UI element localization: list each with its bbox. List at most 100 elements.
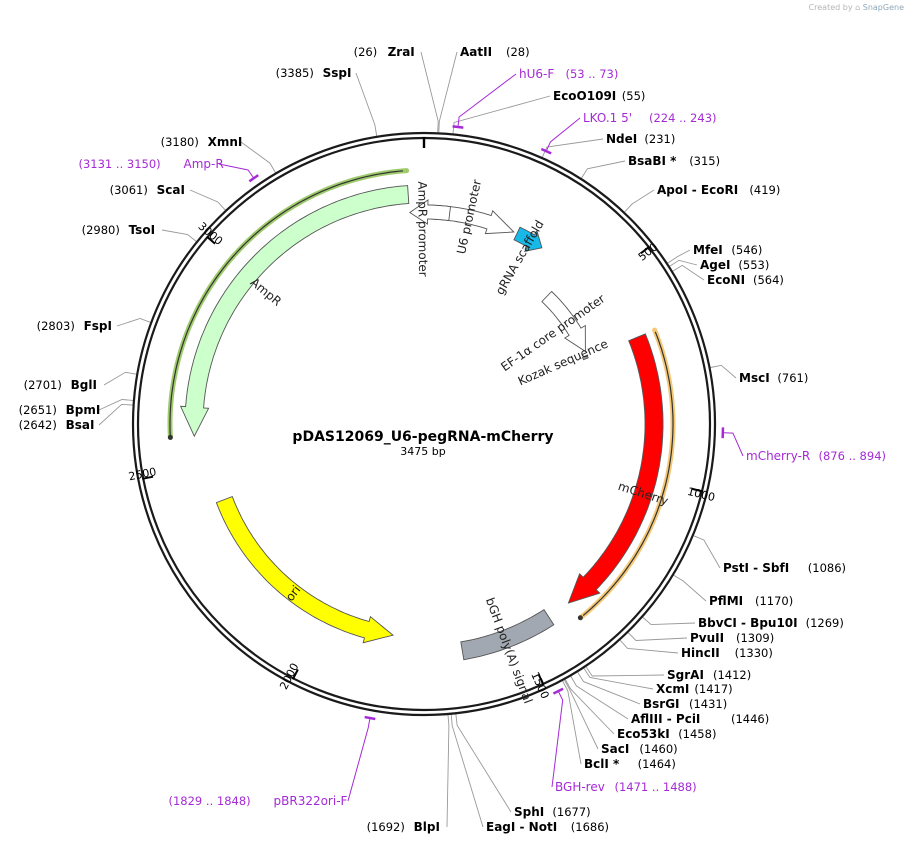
site-bsrgi-leader bbox=[577, 672, 641, 705]
orf-arcs bbox=[167, 168, 676, 621]
primer-amp-r-mark bbox=[248, 174, 259, 183]
site-saci-name: SacI bbox=[601, 742, 629, 756]
site-apoi-ecori-position: (419) bbox=[749, 183, 780, 197]
site-eco53ki-name: Eco53kI bbox=[617, 727, 670, 741]
site-hincii-position: (1330) bbox=[735, 646, 773, 660]
site-bsai: BsaI(2642) bbox=[19, 418, 95, 432]
site-psti-sbfi: PstI - SbfI (1086) bbox=[723, 561, 846, 575]
feature-label-ampr-promoter: AmpR promoter bbox=[415, 181, 430, 277]
primer-bgh-rev-range: (1471 .. 1488) bbox=[615, 780, 697, 794]
tick-label-1000: 1000 bbox=[686, 485, 716, 504]
site-bsrgi-position: (1431) bbox=[689, 697, 727, 711]
site-sspi-position: (3385) bbox=[276, 66, 314, 80]
site-xmni: XmnI (3180) bbox=[161, 135, 243, 149]
site-bgli: BglI(2701) bbox=[24, 378, 97, 392]
orf-mcherry-orf-end bbox=[577, 615, 583, 621]
site-bsrgi: BsrGI(1431) bbox=[643, 697, 727, 711]
tick-1500 bbox=[538, 674, 545, 686]
site-sphi-position: (1677) bbox=[552, 805, 590, 819]
primer-hu6-f-name: hU6-F bbox=[519, 67, 554, 81]
site-blpi-name: BlpI bbox=[414, 820, 440, 834]
site-sphi-leader bbox=[455, 714, 512, 813]
site-ecoo109i: EcoO109I (55) bbox=[553, 89, 645, 103]
site-mfei-name: MfeI bbox=[693, 243, 723, 257]
site-ndei: NdeI(231) bbox=[606, 132, 675, 146]
primer-bgh-rev-name: BGH-rev bbox=[555, 780, 605, 794]
site-eagi-noti-position: (1686) bbox=[571, 820, 609, 834]
site-blpi-leader bbox=[446, 714, 450, 828]
site-ecoo109i-name: EcoO109I bbox=[553, 89, 616, 103]
tick-1000 bbox=[692, 487, 704, 493]
site-psti-sbfi-name: PstI - SbfI bbox=[723, 561, 789, 575]
site-pvuii-leader bbox=[627, 632, 688, 641]
site-xmni-position: (3180) bbox=[161, 135, 199, 149]
primer-amp-r-range: (3131 .. 3150) bbox=[79, 157, 161, 171]
primer-pbr322ori-f: pBR322ori-F(1829 .. 1848) bbox=[169, 715, 376, 808]
site-sgrai: SgrAI (1412) bbox=[667, 668, 751, 682]
site-ecoo109i-leader bbox=[452, 95, 551, 134]
site-eagi-noti: EagI - NotI(1686) bbox=[486, 820, 609, 834]
primer-pbr322ori-f-leader bbox=[347, 719, 371, 802]
site-ndei-leader bbox=[541, 138, 604, 158]
site-bpmi-name: BpmI bbox=[66, 403, 101, 417]
site-sphi: SphI(1677) bbox=[514, 805, 591, 819]
site-blpi-position: (1692) bbox=[367, 820, 405, 834]
site-agei: AgeI(553) bbox=[700, 258, 769, 272]
site-msci-name: MscI bbox=[739, 371, 770, 385]
site-xmni-name: XmnI bbox=[208, 135, 243, 149]
primer-bgh-rev: BGH-rev (1471 .. 1488) bbox=[552, 687, 697, 794]
site-fspi: FspI(2803) bbox=[37, 319, 112, 333]
primer-lko-1-5-leader bbox=[546, 117, 581, 151]
site-scai-leader bbox=[189, 189, 226, 211]
primer-lko-1-5: LKO.1 5'(224 .. 243) bbox=[540, 111, 717, 155]
site-pflmi-name: PflMI bbox=[709, 594, 743, 608]
tick-2000 bbox=[291, 669, 299, 680]
feature-ef-1a-core-promoter bbox=[541, 290, 586, 353]
site-afliii-pcii-name: AflIII - PciI bbox=[631, 712, 700, 726]
site-agei-position: (553) bbox=[738, 258, 769, 272]
site-hincii-leader bbox=[619, 639, 679, 654]
site-sgrai-name: SgrAI bbox=[667, 668, 704, 682]
primer-mcherry-r-range: (876 .. 894) bbox=[819, 449, 887, 463]
orf-ampr-orf-halo bbox=[167, 168, 410, 440]
site-econi: EcoNI(564) bbox=[707, 273, 784, 287]
site-agei-leader bbox=[669, 259, 698, 267]
feature-mcherry bbox=[567, 333, 664, 604]
primer-pbr322ori-f-mark bbox=[364, 715, 376, 721]
site-psti-sbfi-leader bbox=[693, 535, 721, 569]
site-bsabi-leader bbox=[581, 160, 626, 179]
site-tsoi: TsoI(2980) bbox=[82, 223, 155, 237]
site-mfei-position: (546) bbox=[731, 243, 762, 257]
primer-mcherry-r-leader bbox=[723, 432, 744, 457]
site-zrai-position: (26) bbox=[354, 45, 378, 59]
site-apoi-ecori-leader bbox=[624, 189, 655, 213]
tick-500 bbox=[640, 245, 651, 255]
site-bpmi-leader bbox=[98, 399, 134, 411]
snapgene-credit: Created by ⌂ SnapGene bbox=[809, 3, 904, 12]
site-scai: ScaI(3061) bbox=[110, 183, 185, 197]
site-pvuii-name: PvuII bbox=[690, 631, 724, 645]
site-eagi-noti-leader bbox=[450, 714, 484, 828]
site-bsai-position: (2642) bbox=[19, 418, 57, 432]
site-ecoo109i-position: (55) bbox=[622, 89, 646, 103]
site-bbvci-bpu10i-position: (1269) bbox=[806, 616, 844, 630]
primer-pbr322ori-f-range: (1829 .. 1848) bbox=[169, 794, 251, 808]
primer-bgh-rev-leader bbox=[551, 691, 564, 788]
site-zrai-name: ZraI bbox=[388, 45, 415, 59]
site-bbvci-bpu10i-leader bbox=[642, 617, 696, 626]
site-saci-position: (1460) bbox=[639, 742, 677, 756]
site-pvuii: PvuII(1309) bbox=[690, 631, 774, 645]
site-sspi-leader bbox=[355, 72, 378, 136]
site-sgrai-position: (1412) bbox=[713, 668, 751, 682]
site-mfei: MfeI (546) bbox=[693, 243, 762, 257]
primer-hu6-f-range: (53 .. 73) bbox=[566, 67, 619, 81]
orf-ampr-orf bbox=[169, 170, 403, 436]
site-sspi-name: SspI bbox=[323, 66, 352, 80]
site-fspi-name: FspI bbox=[84, 319, 112, 333]
site-hincii: HincII(1330) bbox=[681, 646, 773, 660]
site-bcli: BclI *(1464) bbox=[584, 757, 676, 771]
site-sgrai-leader bbox=[585, 666, 665, 677]
site-psti-sbfi-position: (1086) bbox=[808, 561, 846, 575]
tick-label-500: 500 bbox=[636, 240, 661, 263]
